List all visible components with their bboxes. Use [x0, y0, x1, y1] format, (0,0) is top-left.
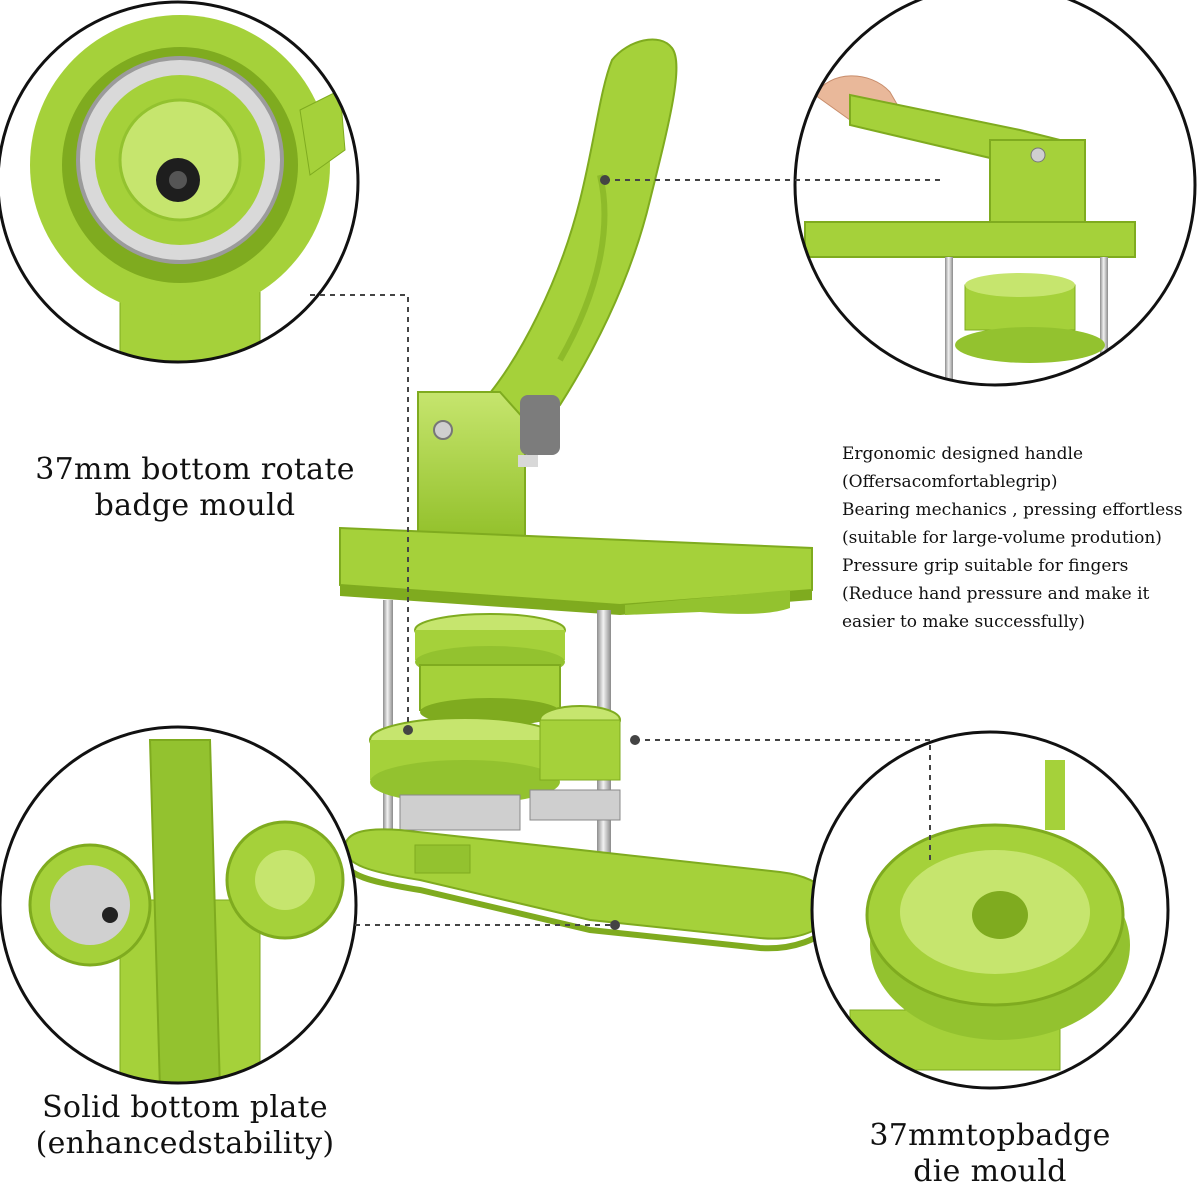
detail-circle-frame: [793, 0, 1197, 387]
feature-list: Ergonomic designed handle (Offersacomfor…: [842, 440, 1192, 636]
feature-item: easier to make successfully): [842, 612, 1086, 632]
label-line: badge mould: [94, 488, 296, 523]
badge-press-machine: [339, 38, 835, 952]
label-bottom-plate: Solid bottom plate (enhancedstability): [10, 1090, 360, 1162]
label-line: 37mm bottom rotate: [35, 452, 355, 487]
label-line: 37mmtopbadge: [869, 1118, 1111, 1153]
label-bottom-rotate-mould: 37mm bottom rotate badge mould: [20, 452, 370, 524]
feature-item: (Offersacomfortablegrip): [842, 472, 1058, 492]
label-top-die-mould: 37mmtopbadge die mould: [810, 1118, 1170, 1190]
leader-bottom-mould: [310, 294, 409, 730]
leader-dots: [403, 175, 640, 930]
label-line: (enhancedstability): [35, 1126, 335, 1161]
feature-item: Ergonomic designed handle: [842, 444, 1084, 464]
label-line: die mould: [913, 1154, 1067, 1189]
leader-lines: [310, 179, 940, 926]
detail-circle-frame: [810, 730, 1170, 1090]
detail-bottom-plate: [0, 727, 356, 1083]
feature-item: (suitable for large-volume prodution): [842, 528, 1162, 548]
detail-handle-mechanism: [795, 0, 1195, 385]
feature-item: Bearing mechanics , pressing effortless: [842, 500, 1183, 520]
label-line: Solid bottom plate: [42, 1090, 328, 1125]
leader-top-die: [635, 739, 931, 862]
detail-bottom-rotate-mould: [0, 2, 358, 362]
feature-item: (Reduce hand pressure and make it: [842, 584, 1150, 604]
feature-item: Pressure grip suitable for fingers: [842, 556, 1129, 576]
detail-circle-frame: [0, 725, 358, 1085]
detail-circle-frame: [0, 0, 360, 364]
